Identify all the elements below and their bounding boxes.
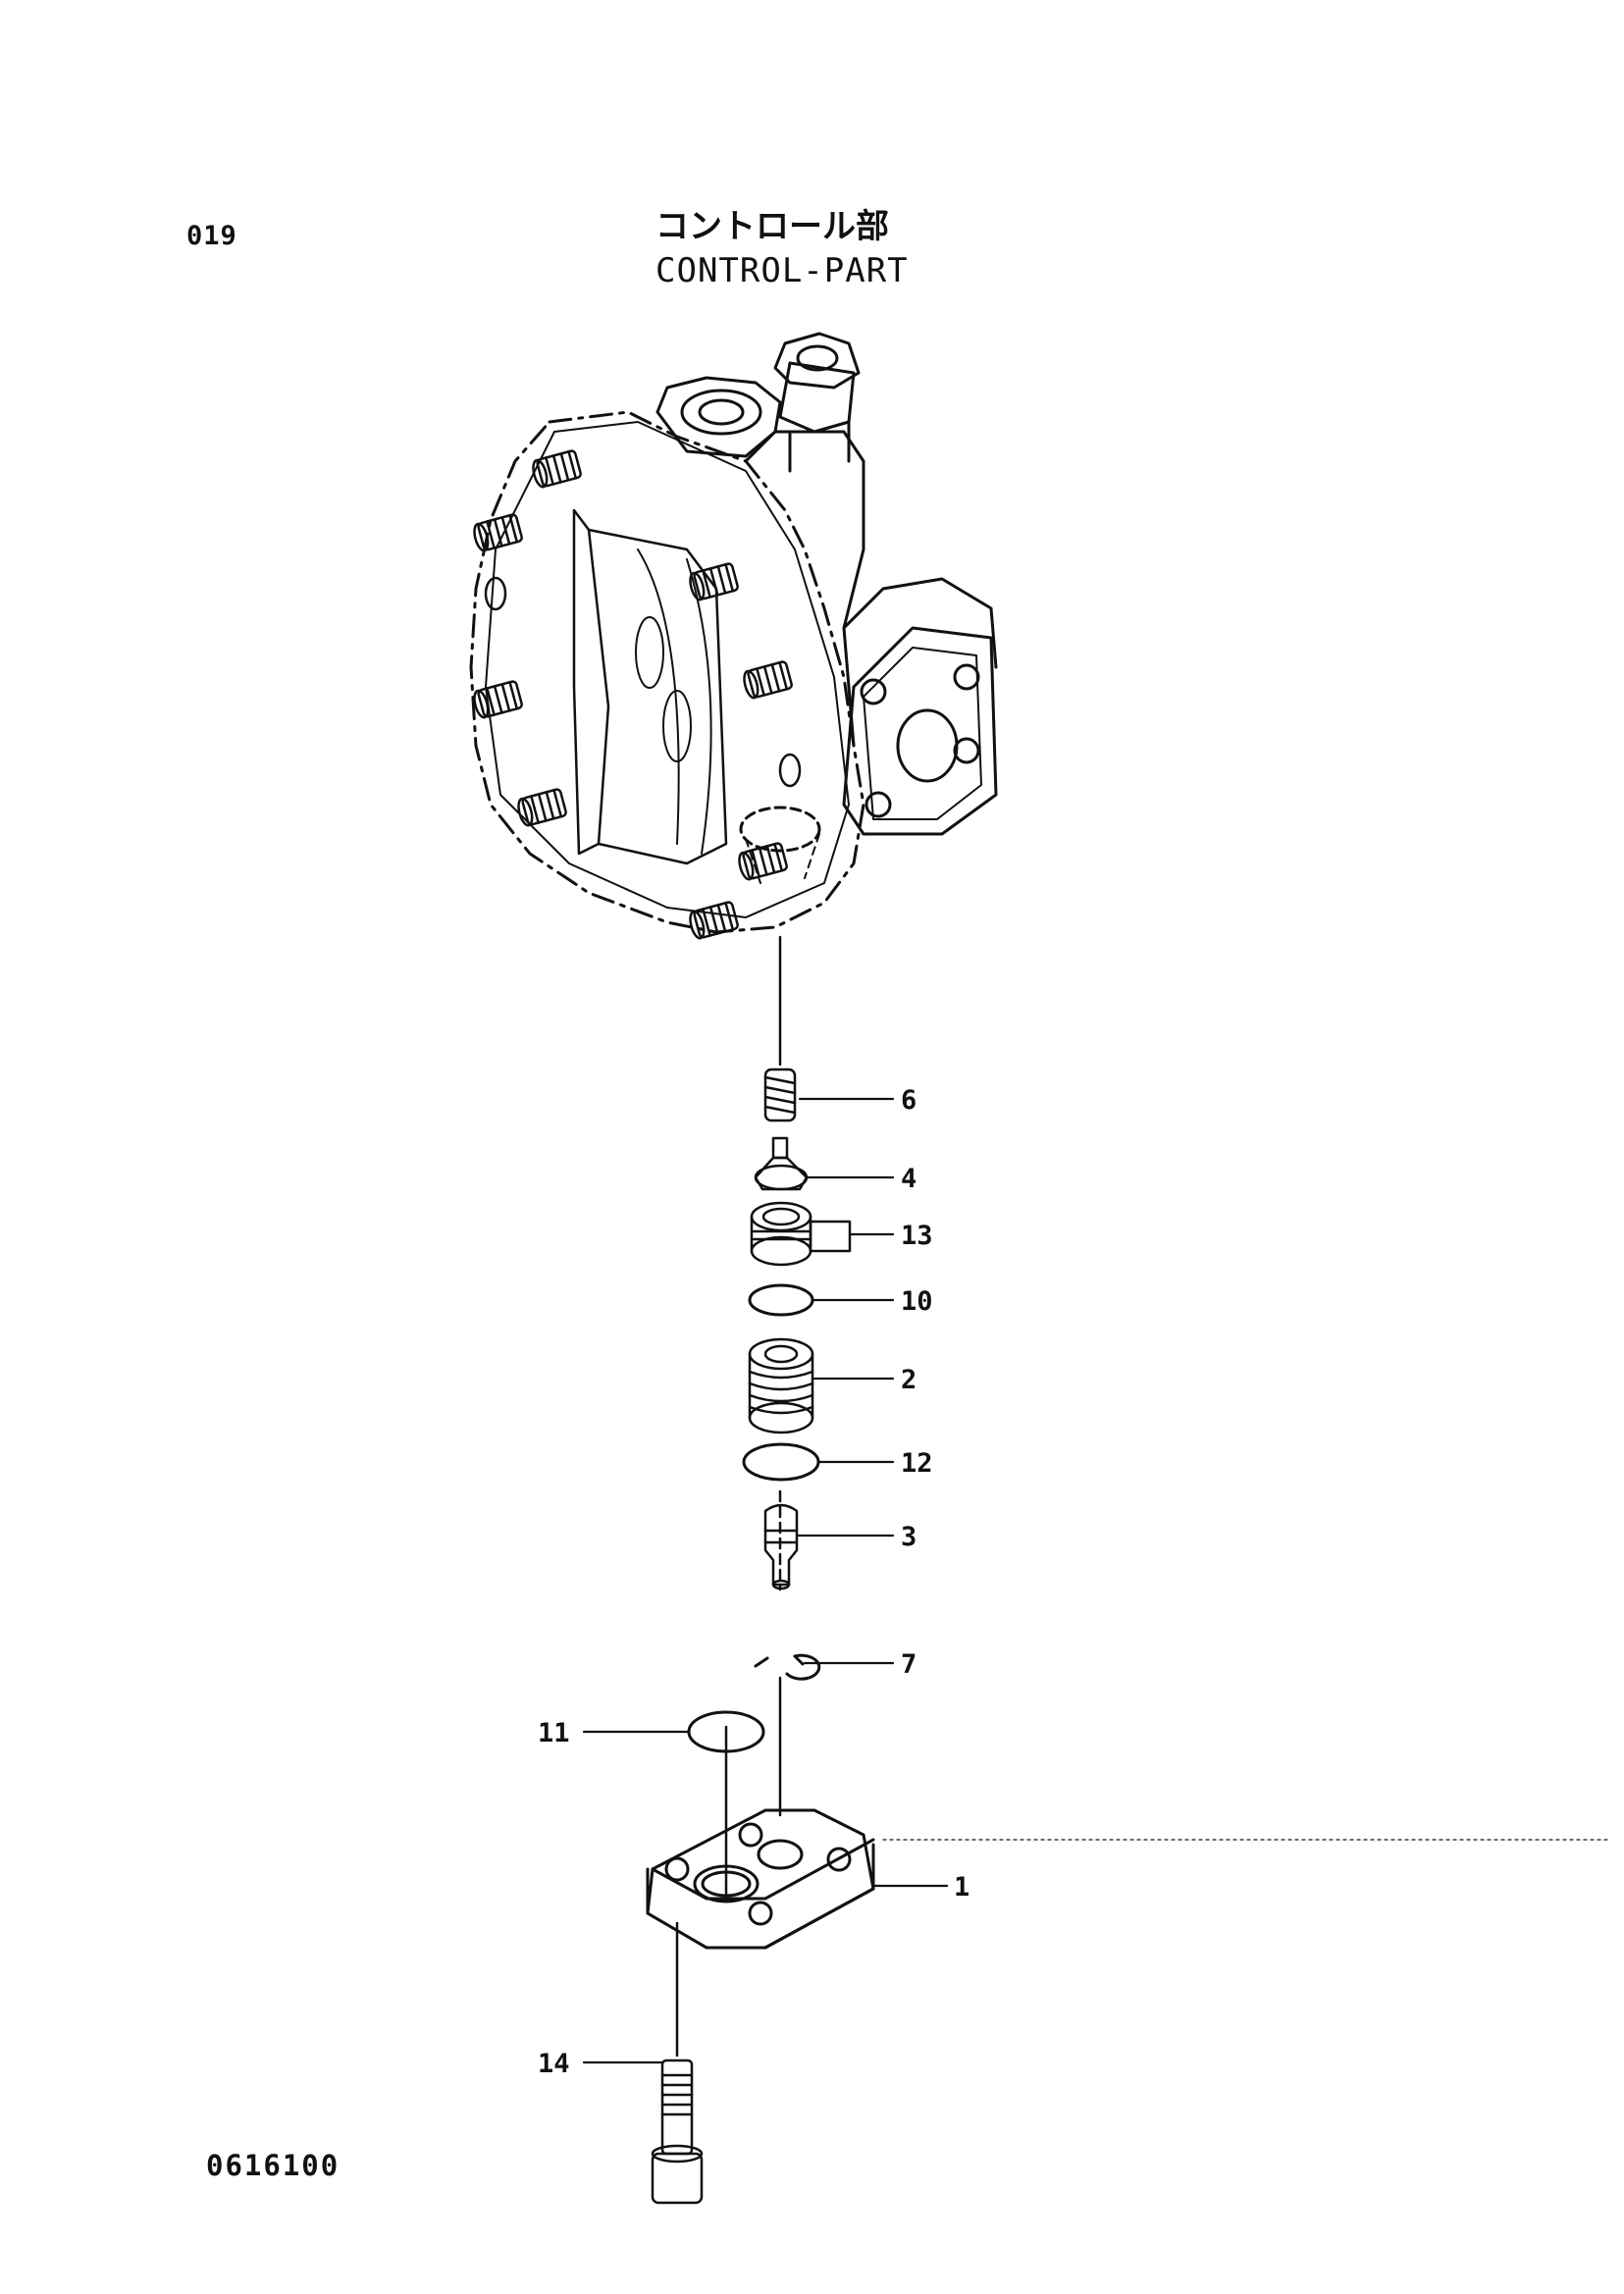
part-2-sleeve — [748, 1337, 814, 1434]
part-4-poppet — [754, 1136, 809, 1191]
callout-13: 13 — [901, 1221, 933, 1251]
callout-1: 1 — [954, 1872, 969, 1903]
document-code: 0616100 — [206, 2149, 341, 2182]
flange-studs — [473, 449, 802, 940]
part-14-bolt — [651, 2059, 704, 2205]
page-number: 019 — [186, 221, 237, 251]
pump-housing — [469, 332, 998, 934]
part-3-spool — [763, 1503, 799, 1590]
callout-12: 12 — [901, 1448, 933, 1479]
title-english: CONTROL-PART — [655, 251, 909, 290]
callout-6: 6 — [901, 1085, 917, 1116]
callout-7: 7 — [901, 1649, 917, 1680]
part-7-snap-ring — [754, 1653, 821, 1681]
title-japanese: コントロール部 — [655, 207, 889, 246]
leader-lines — [582, 1097, 949, 2064]
callout-4: 4 — [901, 1164, 917, 1194]
part-13-seal — [750, 1201, 852, 1267]
part-6-spring — [763, 1068, 797, 1122]
part-1-cover-plate — [646, 1808, 1610, 1950]
callout-10: 10 — [901, 1286, 933, 1317]
part-10-o-ring — [748, 1283, 814, 1317]
callout-14: 14 — [538, 2049, 570, 2079]
callout-11: 11 — [538, 1718, 570, 1748]
callout-3: 3 — [901, 1522, 917, 1552]
callout-2: 2 — [901, 1365, 917, 1395]
assembly-axis — [675, 935, 782, 2058]
part-12-o-ring — [742, 1442, 820, 1482]
